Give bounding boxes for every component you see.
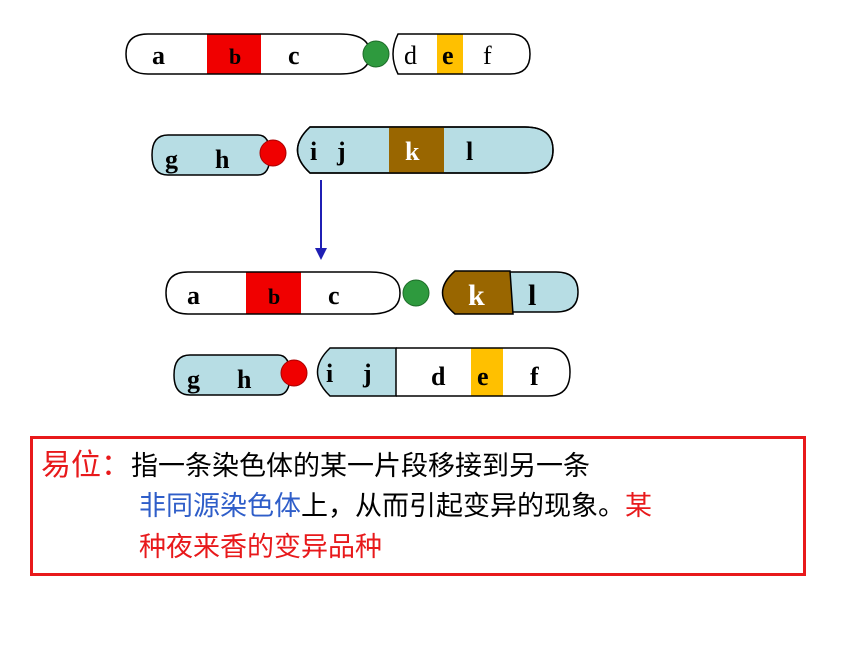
gene-label-c: c [328,281,340,310]
gene-label-a: a [152,41,165,70]
gene-label-h: h [237,365,252,394]
segment-b [246,272,301,314]
definition-box: 易位：指一条染色体的某一片段移接到另一条 非同源染色体上，从而引起变异的现象。某… [30,436,806,576]
gene-label-i: i [326,359,333,388]
chromosome-abc-def: a b c d e f [125,33,531,75]
gene-label-j: j [362,359,372,388]
gene-label-f: f [483,41,492,70]
definition-line-1: 易位：指一条染色体的某一片段移接到另一条 [41,449,590,484]
chromosome-arm-left [165,271,401,315]
gene-label-e: e [477,362,489,391]
gene-label-b: b [229,44,241,69]
gene-label-g: g [165,145,178,174]
gene-label-k: k [405,137,420,166]
gene-label-a: a [187,281,200,310]
chromosome-arm-right-def [396,347,571,397]
segment-b [207,34,261,74]
centromere-red [280,359,308,387]
chromosome-arm-right [392,33,531,75]
centromere-red [259,139,287,167]
segment-e [437,34,463,74]
definition-text: 指一条染色体的某一片段移接到另一条 [131,451,590,482]
gene-label-l: l [466,137,473,166]
gene-label-e: e [442,41,454,70]
gene-label-d: d [431,362,446,391]
definition-line-3: 种夜来香的变异品种 [139,531,382,565]
chromosome-gh-ijkl: g h i j k l [151,126,554,176]
chromosome-arm-left [125,33,371,75]
segment-k [389,127,444,173]
example-text-start: 某 [625,491,652,522]
chromosome-gh-ijdef: g h i j d e f [173,347,571,397]
centromere-green [362,40,390,68]
gene-label-c: c [288,41,300,70]
gene-label-d: d [404,41,417,70]
arrow-down-icon [315,180,327,260]
gene-label-i: i [310,137,317,166]
gene-label-h: h [215,145,230,174]
translocation-diagram: a b c d e f g h i j k l a b c [125,33,579,397]
gene-label-k: k [468,279,485,312]
gene-label-g: g [187,365,200,394]
example-text: 种夜来香的变异品种 [139,532,382,563]
gene-label-b: b [268,284,280,309]
definition-term: 易位： [41,448,131,483]
chromosome-abc-kl: a b c k l [165,270,579,315]
highlight-non-homologous: 非同源染色体 [139,491,301,522]
gene-label-j: j [336,137,346,166]
gene-label-l: l [528,279,536,312]
segment-k [441,270,514,315]
definition-line-2: 非同源染色体上，从而引起变异的现象。某 [139,490,652,524]
centromere-green [402,279,430,307]
segment-e [471,348,503,396]
chromosome-arm-right [504,271,579,313]
gene-label-f: f [530,362,539,391]
definition-text-cont: 上，从而引起变异的现象。 [301,491,625,522]
chromosome-arm-right-ij [316,347,397,397]
